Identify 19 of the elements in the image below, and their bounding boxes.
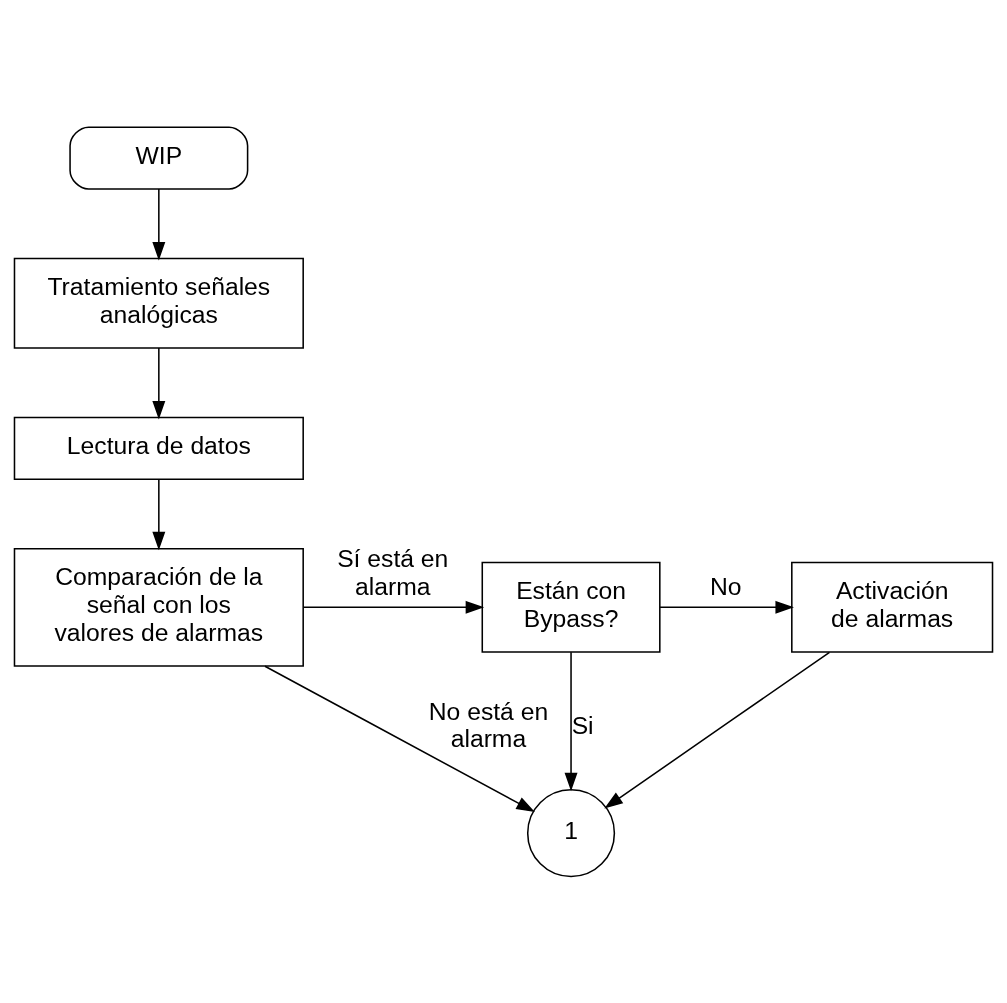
node-box: Activación de alarmas [791, 561, 994, 653]
arrow [564, 651, 578, 791]
arrow [264, 664, 535, 812]
arrow [659, 600, 794, 614]
edge-label: No está en alarma [428, 697, 549, 752]
edge-label: Sí está en alarma [337, 544, 449, 600]
node-circle: 1 [526, 788, 616, 877]
node-box: Lectura de datos [13, 416, 304, 480]
edge-label: No [710, 572, 742, 600]
node-box: Están con Bypass? [481, 561, 661, 653]
arrow [152, 187, 166, 261]
arrow [152, 346, 166, 419]
node-box: Tratamiento señales analógicas [13, 257, 304, 349]
arrow [152, 478, 166, 550]
arrow [302, 600, 485, 614]
node-box: WIP [69, 125, 249, 190]
node-box: Comparación de la señal con los valores de alarmas [13, 547, 304, 667]
edge-label: Si [571, 711, 594, 739]
arrow [604, 651, 831, 809]
